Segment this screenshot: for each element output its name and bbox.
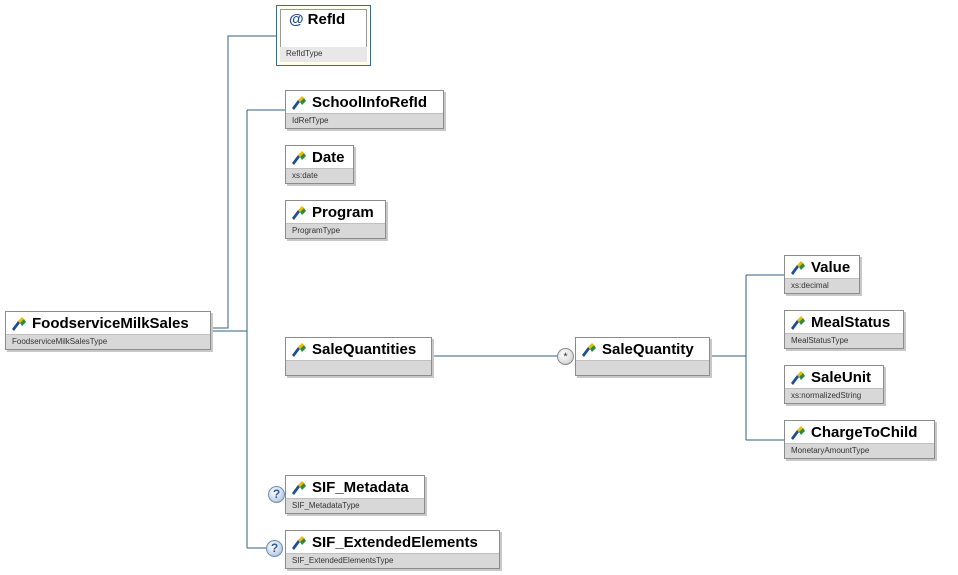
- element-icon: [292, 536, 306, 550]
- element-name: MealStatus: [811, 314, 891, 331]
- element-name: SIF_ExtendedElements: [312, 534, 478, 551]
- element-name: ChargeToChild: [811, 424, 918, 441]
- attribute-refid[interactable]: @RefId RefIdType: [276, 5, 371, 66]
- element-chargetochild[interactable]: ChargeToChild MonetaryAmountType: [784, 420, 935, 459]
- element-name: SaleQuantity: [602, 341, 694, 358]
- element-salequantities[interactable]: SaleQuantities: [285, 337, 432, 376]
- element-icon: [791, 261, 805, 275]
- element-sif-extendedelements[interactable]: SIF_ExtendedElements SIF_ExtendedElement…: [285, 530, 500, 569]
- element-type: xs:date: [286, 168, 353, 183]
- element-icon: [292, 206, 306, 220]
- element-name: Date: [312, 149, 345, 166]
- element-salequantity[interactable]: SaleQuantity: [575, 337, 710, 376]
- element-icon: [791, 371, 805, 385]
- element-icon: [791, 316, 805, 330]
- element-type: MealStatusType: [785, 333, 903, 348]
- element-icon: [791, 426, 805, 440]
- element-name: SIF_Metadata: [312, 479, 409, 496]
- element-saleunit[interactable]: SaleUnit xs:normalizedString: [784, 365, 884, 404]
- element-type: xs:decimal: [785, 278, 859, 293]
- element-icon: [292, 481, 306, 495]
- element-foodservicemilksales[interactable]: FoodserviceMilkSales FoodserviceMilkSale…: [5, 311, 211, 350]
- element-icon: [292, 151, 306, 165]
- element-icon: [582, 343, 596, 357]
- element-type: SIF_ExtendedElementsType: [286, 553, 499, 568]
- element-name: SchoolInfoRefId: [312, 94, 427, 111]
- element-type: SIF_MetadataType: [286, 498, 424, 513]
- optional-badge: ?: [266, 540, 283, 557]
- element-icon: [292, 343, 306, 357]
- attribute-name: RefId: [307, 11, 346, 28]
- element-name: SaleUnit: [811, 369, 872, 386]
- element-date[interactable]: Date xs:date: [285, 145, 354, 184]
- optional-badge: ?: [268, 486, 285, 503]
- connector-root-attribute: [211, 35, 276, 329]
- element-type: MonetaryAmountType: [785, 443, 934, 458]
- element-name: SaleQuantities: [312, 341, 417, 358]
- element-type: ProgramType: [286, 223, 385, 238]
- element-mealstatus[interactable]: MealStatus MealStatusType: [784, 310, 904, 349]
- element-value[interactable]: Value xs:decimal: [784, 255, 860, 294]
- attribute-type: RefIdType: [280, 47, 367, 62]
- element-icon: [12, 317, 26, 331]
- element-program[interactable]: Program ProgramType: [285, 200, 386, 239]
- element-icon: [292, 96, 306, 110]
- element-name: FoodserviceMilkSales: [32, 315, 189, 332]
- element-name: Program: [312, 204, 374, 221]
- element-type: [286, 360, 431, 375]
- element-type: [576, 360, 709, 375]
- element-sif-metadata[interactable]: SIF_Metadata SIF_MetadataType: [285, 475, 425, 514]
- multiplicity-badge: *: [557, 348, 574, 365]
- element-type: IdRefType: [286, 113, 443, 128]
- element-name: Value: [811, 259, 851, 276]
- attribute-icon: @: [289, 11, 304, 28]
- element-type: FoodserviceMilkSalesType: [6, 334, 210, 349]
- element-type: xs:normalizedString: [785, 388, 883, 403]
- element-schoolinforefid[interactable]: SchoolInfoRefId IdRefType: [285, 90, 444, 129]
